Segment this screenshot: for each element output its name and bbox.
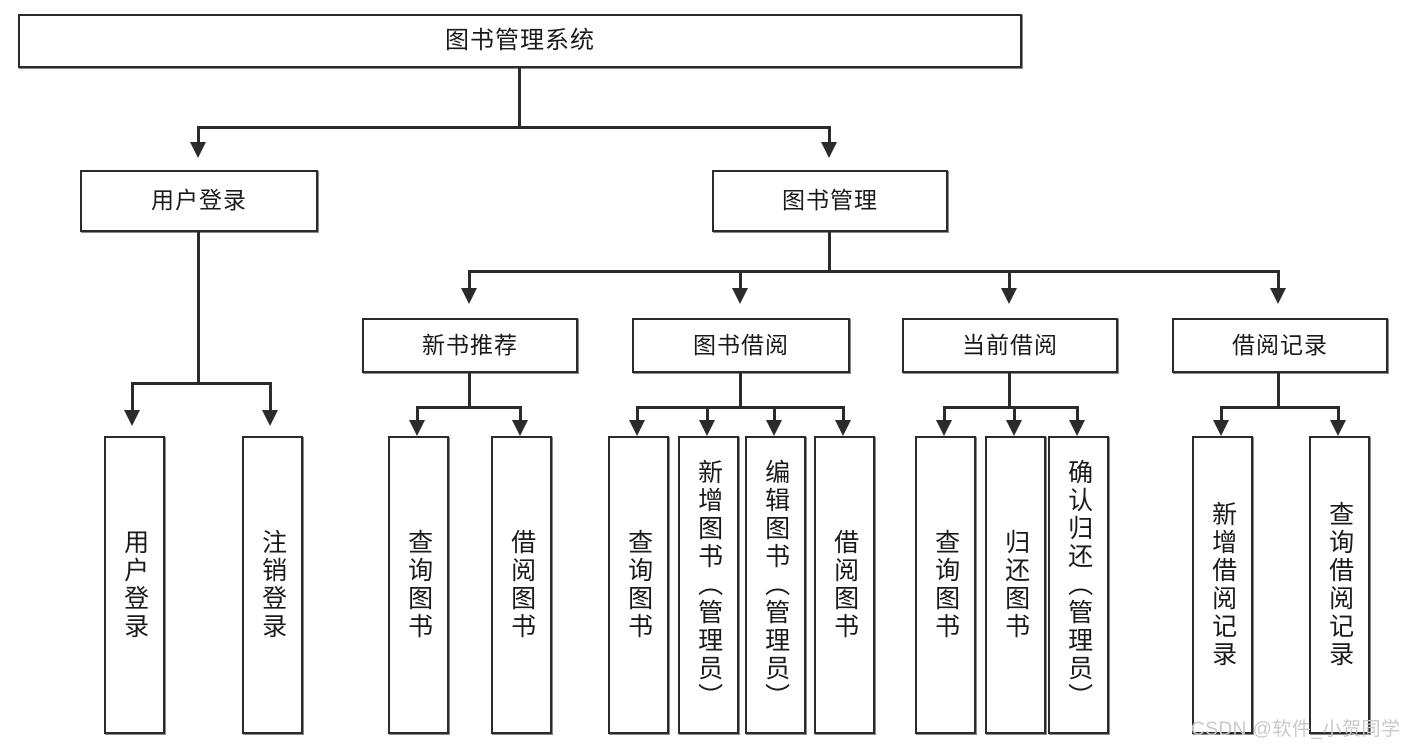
connector-bb-stem [739, 373, 742, 408]
node-borrow-record[interactable]: 借阅记录 [1172, 318, 1388, 373]
arrow-to-leaf-edit-book [766, 420, 782, 436]
arrow-to-current-borrow [1001, 288, 1017, 304]
arrow-to-leaf-query-book-2 [629, 420, 645, 436]
node-label: 确认归还（管理员） [1064, 459, 1093, 711]
node-label: 借阅图书 [507, 529, 536, 641]
leaf-add-book-admin[interactable]: 新增图书（管理员） [678, 436, 739, 734]
leaf-confirm-return-admin[interactable]: 确认归还（管理员） [1048, 436, 1109, 734]
connector-br-stem [1277, 373, 1280, 408]
node-root-system[interactable]: 图书管理系统 [18, 14, 1022, 68]
connector-cb-bus [943, 406, 1079, 409]
node-label: 当前借阅 [962, 331, 1058, 358]
node-label: 借阅图书 [830, 529, 859, 641]
node-new-book-recommend[interactable]: 新书推荐 [362, 318, 578, 373]
leaf-query-book-recommend[interactable]: 查询图书 [388, 436, 449, 734]
connector-br-bus [1220, 406, 1340, 409]
node-label: 图书管理系统 [445, 26, 595, 54]
connector-br-drop-2 [1337, 406, 1340, 422]
arrow-to-leaf-return-book [1006, 420, 1022, 436]
arrow-to-leaf-confirm-return [1069, 420, 1085, 436]
arrow-to-leaf-add-book [699, 420, 715, 436]
connector-cb-drop-2 [1013, 406, 1016, 422]
node-label: 图书借阅 [693, 331, 789, 358]
leaf-query-book-borrow[interactable]: 查询图书 [608, 436, 669, 734]
connector-root-drop-right [828, 126, 831, 144]
connector-bb-drop-4 [842, 406, 845, 422]
arrow-to-leaf-borrow-book-2 [835, 420, 851, 436]
node-label: 用户登录 [120, 529, 149, 641]
node-label: 新书推荐 [422, 331, 518, 358]
arrow-to-user-login [190, 142, 206, 158]
arrow-to-book-manage [821, 142, 837, 158]
connector-nbr-drop-2 [519, 406, 522, 422]
leaf-query-borrow-record[interactable]: 查询借阅记录 [1309, 436, 1370, 734]
connector-bm-drop-2 [739, 270, 742, 290]
node-label: 查询图书 [931, 529, 960, 641]
node-label: 注销登录 [258, 529, 287, 641]
leaf-borrow-book[interactable]: 借阅图书 [814, 436, 875, 734]
connector-root-stem [518, 68, 521, 128]
arrow-to-leaf-logout [262, 410, 278, 426]
node-label: 查询图书 [404, 529, 433, 641]
leaf-logout[interactable]: 注销登录 [242, 436, 303, 734]
arrow-to-leaf-user-login [124, 410, 140, 426]
connector-user-login-drop-2 [269, 382, 272, 412]
leaf-query-book-current[interactable]: 查询图书 [915, 436, 976, 734]
connector-bm-drop-4 [1277, 270, 1280, 290]
arrow-to-leaf-query-book-1 [409, 420, 425, 436]
arrow-to-new-book-recommend [461, 288, 477, 304]
arrow-to-leaf-borrow-book-1 [512, 420, 528, 436]
connector-bb-drop-3 [773, 406, 776, 422]
connector-bm-drop-1 [468, 270, 471, 290]
node-label: 图书管理 [782, 187, 878, 214]
arrow-to-leaf-query-book-3 [936, 420, 952, 436]
connector-br-drop-1 [1220, 406, 1223, 422]
connector-bb-bus [636, 406, 844, 409]
node-label: 用户登录 [151, 187, 247, 214]
node-book-borrow[interactable]: 图书借阅 [632, 318, 850, 373]
node-current-borrow[interactable]: 当前借阅 [902, 318, 1118, 373]
node-label: 新增图书（管理员） [694, 459, 723, 711]
leaf-return-book[interactable]: 归还图书 [985, 436, 1046, 734]
connector-user-login-stem [197, 232, 200, 384]
node-label: 查询借阅记录 [1325, 501, 1354, 669]
leaf-user-login[interactable]: 用户登录 [104, 436, 165, 734]
arrow-to-leaf-add-record [1213, 420, 1229, 436]
connector-book-manage-bus [468, 270, 1280, 273]
connector-cb-drop-1 [943, 406, 946, 422]
connector-root-drop-left [197, 126, 200, 144]
leaf-edit-book-admin[interactable]: 编辑图书（管理员） [745, 436, 806, 734]
node-label: 查询图书 [624, 529, 653, 641]
node-label: 归还图书 [1001, 529, 1030, 641]
node-book-management[interactable]: 图书管理 [712, 170, 948, 232]
connector-bb-drop-1 [636, 406, 639, 422]
connector-book-manage-stem [828, 232, 831, 272]
leaf-add-borrow-record[interactable]: 新增借阅记录 [1192, 436, 1253, 734]
connector-user-login-drop-1 [131, 382, 134, 412]
node-label: 借阅记录 [1232, 331, 1328, 358]
connector-nbr-bus [416, 406, 522, 409]
watermark-text: CSDN @软件_小贺同学 [1191, 719, 1401, 740]
connector-user-login-bus [131, 382, 269, 385]
connector-nbr-stem [468, 373, 471, 408]
connector-nbr-drop-1 [416, 406, 419, 422]
connector-bb-drop-2 [706, 406, 709, 422]
arrow-to-borrow-record [1270, 288, 1286, 304]
connector-bm-drop-3 [1008, 270, 1011, 290]
connector-root-bus [197, 126, 831, 129]
connector-cb-stem [1008, 373, 1011, 408]
node-label: 编辑图书（管理员） [761, 459, 790, 711]
arrow-to-book-borrow [732, 288, 748, 304]
leaf-borrow-book-recommend[interactable]: 借阅图书 [491, 436, 552, 734]
connector-cb-drop-3 [1076, 406, 1079, 422]
node-user-login[interactable]: 用户登录 [80, 170, 318, 232]
arrow-to-leaf-query-record [1330, 420, 1346, 436]
node-label: 新增借阅记录 [1208, 501, 1237, 669]
